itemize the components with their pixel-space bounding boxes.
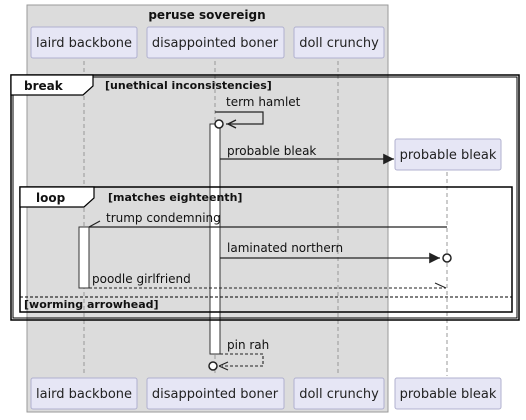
fragment-loop-guard: [matches eighteenth]: [108, 191, 242, 204]
fragment-loop: loop [matches eighteenth] [worming arrow…: [19, 186, 513, 313]
participant-bleak-created[interactable]: probable bleak: [394, 138, 502, 171]
participant-boner-bottom[interactable]: disappointed boner: [146, 377, 285, 410]
message-poodle-girlfriend-label: poodle girlfriend: [92, 272, 191, 286]
message-probable-bleak: probable bleak: [220, 144, 394, 165]
message-pin-rah-label: pin rah: [227, 338, 269, 352]
group-box-title: peruse sovereign: [148, 8, 265, 22]
message-probable-bleak-label: probable bleak: [227, 144, 316, 158]
message-term-hamlet: term hamlet: [214, 95, 301, 129]
message-term-hamlet-label: term hamlet: [226, 95, 301, 109]
participant-laird-top-label: laird backbone: [36, 36, 132, 51]
fragment-break-keyword: break: [24, 79, 64, 93]
fragment-loop-keyword: loop: [36, 191, 66, 205]
participant-bleak-created-label: probable bleak: [400, 148, 497, 163]
participant-laird-bottom-label: laird backbone: [36, 387, 132, 402]
message-trump-condemning-label: trump condemning: [106, 211, 221, 225]
participant-doll-top-label: doll crunchy: [299, 36, 379, 51]
message-laminated-northern-label: laminated northern: [227, 241, 343, 255]
participant-boner-bottom-label: disappointed boner: [152, 387, 279, 402]
activation-laird: [78, 226, 90, 289]
participant-laird-top[interactable]: laird backbone: [30, 26, 138, 59]
participant-bleak-bottom-label: probable bleak: [400, 387, 497, 402]
message-laminated-northern: laminated northern: [220, 241, 452, 264]
message-poodle-girlfriend: poodle girlfriend: [89, 272, 447, 289]
message-trump-condemning: trump condemning: [88, 211, 447, 228]
participant-bleak-bottom[interactable]: probable bleak: [394, 377, 502, 410]
participant-laird-bottom[interactable]: laird backbone: [30, 377, 138, 410]
fragment-else-guard: [worming arrowhead]: [24, 298, 159, 311]
fragment-break: break [unethical inconsistencies]: [10, 74, 520, 321]
group-box: [26, 4, 389, 413]
message-pin-rah: pin rah: [208, 338, 269, 371]
participant-doll-top[interactable]: doll crunchy: [293, 26, 385, 59]
participant-doll-bottom[interactable]: doll crunchy: [293, 377, 385, 410]
fragment-break-guard: [unethical inconsistencies]: [105, 79, 272, 92]
participant-boner-top[interactable]: disappointed boner: [146, 26, 285, 59]
participant-boner-top-label: disappointed boner: [152, 36, 279, 51]
participant-doll-bottom-label: doll crunchy: [299, 387, 379, 402]
